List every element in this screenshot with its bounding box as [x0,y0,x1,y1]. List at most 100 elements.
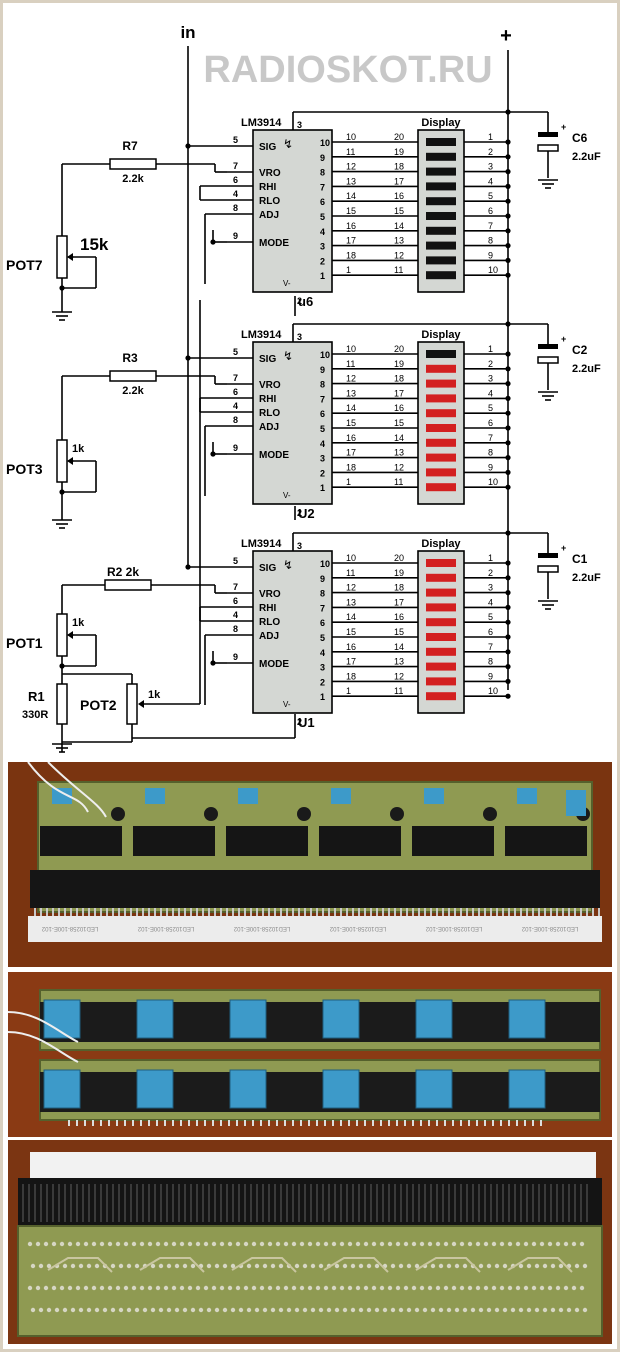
solder-joint [75,1241,81,1247]
led-pin [400,1184,402,1222]
trimmer-pot-icon [52,788,72,804]
trace-number: 13 [346,388,356,398]
led-pin [508,1184,510,1222]
display-pin-right: 6 [488,206,493,216]
solder-joint [187,1285,193,1291]
solder-joint [118,1263,124,1269]
led-pin [448,1184,450,1222]
led-pin [436,908,438,916]
pin-number-right: 10 [320,138,330,148]
led-pin [52,1184,54,1222]
r1-name: R1 [28,689,45,704]
solder-joint [211,1241,217,1247]
display-pin-right: 9 [488,250,493,260]
solder-joint [86,1307,92,1313]
display-pin-left: 11 [394,265,403,275]
pin-number-right: 3 [320,242,325,252]
solder-joint [126,1263,132,1269]
led-pin [370,908,372,916]
wire-lead [27,762,89,813]
pin-number-left: 9 [233,231,238,241]
trimmer-pot-icon [517,788,537,804]
capacitor-plate-minus [537,565,559,573]
solder-joint [227,1285,233,1291]
lm3914-chip [252,550,333,714]
led-pin [352,908,354,916]
solder-joint [275,1241,281,1247]
solder-joint [91,1285,97,1291]
schematic-diagram: RADIOSKOT.RUin+LM3914u632↯V-5SIG7VRO6RHI… [6,23,601,753]
trace-number: 12 [346,162,356,172]
vminus-label: V- [283,279,291,288]
pin-number-right: 9 [320,574,325,584]
led-pin [286,1184,288,1222]
solder-joint [366,1263,372,1269]
pin-number-right: 5 [320,424,325,434]
copper-trace [415,1257,481,1273]
solder-joint [515,1241,521,1247]
led-pin [316,908,318,916]
supply-junction [505,590,511,596]
solder-joint [350,1307,356,1313]
resistor-name: R3 [122,351,138,365]
solder-joint [486,1307,492,1313]
display-pin-left: 12 [394,462,404,472]
pin-row [260,1120,262,1126]
led-pin [520,908,522,916]
copper-trace [507,1257,573,1273]
resistor-value: 2.2k [122,173,144,185]
led-pin [520,1184,522,1222]
pin-row [84,1120,86,1126]
solder-joint [198,1307,204,1313]
trimmer-pot-icon [229,1069,267,1109]
solder-joint [403,1241,409,1247]
pin-row [244,1120,246,1126]
solder-joint [203,1241,209,1247]
solder-joint [502,1307,508,1313]
solder-joint [43,1285,49,1291]
capacitor-icon [111,807,125,821]
solder-joint [243,1285,249,1291]
supply-junction [505,440,511,446]
solder-joint [283,1241,289,1247]
solder-joint [107,1285,113,1291]
led-pin [196,908,198,916]
trimmer-pot-icon [229,999,267,1039]
trace-number: 11 [346,147,355,157]
led-pin [244,908,246,916]
solder-joint [27,1241,33,1247]
led-pin [514,908,516,916]
capacitor-value: 2.2uF [572,572,601,584]
solder-joint [515,1285,521,1291]
supply-junction [505,243,511,249]
mode-junction [210,660,216,666]
pin-row [180,1120,182,1126]
solder-joint [203,1285,209,1291]
pin-number-right: 2 [320,677,325,687]
display-label: Display [421,329,461,341]
pin-number-right: 9 [320,153,325,163]
pin-name-sig: SIG [259,142,276,153]
solder-joint [51,1285,57,1291]
solder-joint [278,1263,284,1269]
solder-joint [30,1307,36,1313]
solder-joint [254,1307,260,1313]
pin-number-right: 8 [320,589,325,599]
display-pin-left: 20 [394,344,404,354]
led-pin [118,1184,120,1222]
display-pin-right: 10 [488,265,498,275]
solder-joint [67,1285,73,1291]
led-pin [460,908,462,916]
led-pin [406,908,408,916]
solder-joint [566,1307,572,1313]
led-pin [406,1184,408,1222]
pin-row [404,1120,406,1126]
solder-joint [59,1285,65,1291]
solder-joint [179,1285,185,1291]
watermark-text: RADIOSKOT.RU [203,49,492,91]
solder-joint [158,1307,164,1313]
solder-joint [142,1307,148,1313]
led-pin [298,908,300,916]
led-pin [88,1184,90,1222]
